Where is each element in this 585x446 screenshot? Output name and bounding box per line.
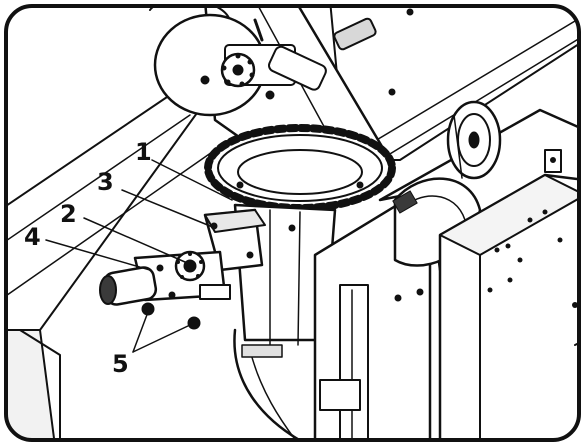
leader-lines	[45, 159, 233, 353]
leader-line-5b	[132, 324, 191, 353]
leader-line-4	[45, 239, 151, 271]
lower-motor-assembly	[99, 250, 231, 306]
frame-border	[4, 4, 581, 442]
gear-ring	[204, 124, 396, 212]
callout-3: 3	[97, 168, 114, 196]
chassis-left-panel	[6, 94, 216, 440]
callout-labels: 1 2 3 4 5	[24, 138, 152, 378]
callout-4: 4	[24, 223, 41, 251]
callout-2: 2	[60, 200, 77, 228]
leader-line-2	[83, 217, 186, 263]
callout-1: 1	[135, 138, 152, 166]
callout-5: 5	[112, 350, 129, 378]
upper-motor-assembly	[153, 13, 327, 117]
leader-line-3	[121, 189, 216, 229]
screws	[141, 302, 201, 330]
right-housing	[313, 100, 579, 440]
screw-right	[187, 316, 201, 330]
leader-line-1	[151, 159, 233, 201]
screw-left	[141, 302, 155, 316]
leader-line-5a	[132, 311, 149, 353]
right-box	[438, 149, 579, 440]
